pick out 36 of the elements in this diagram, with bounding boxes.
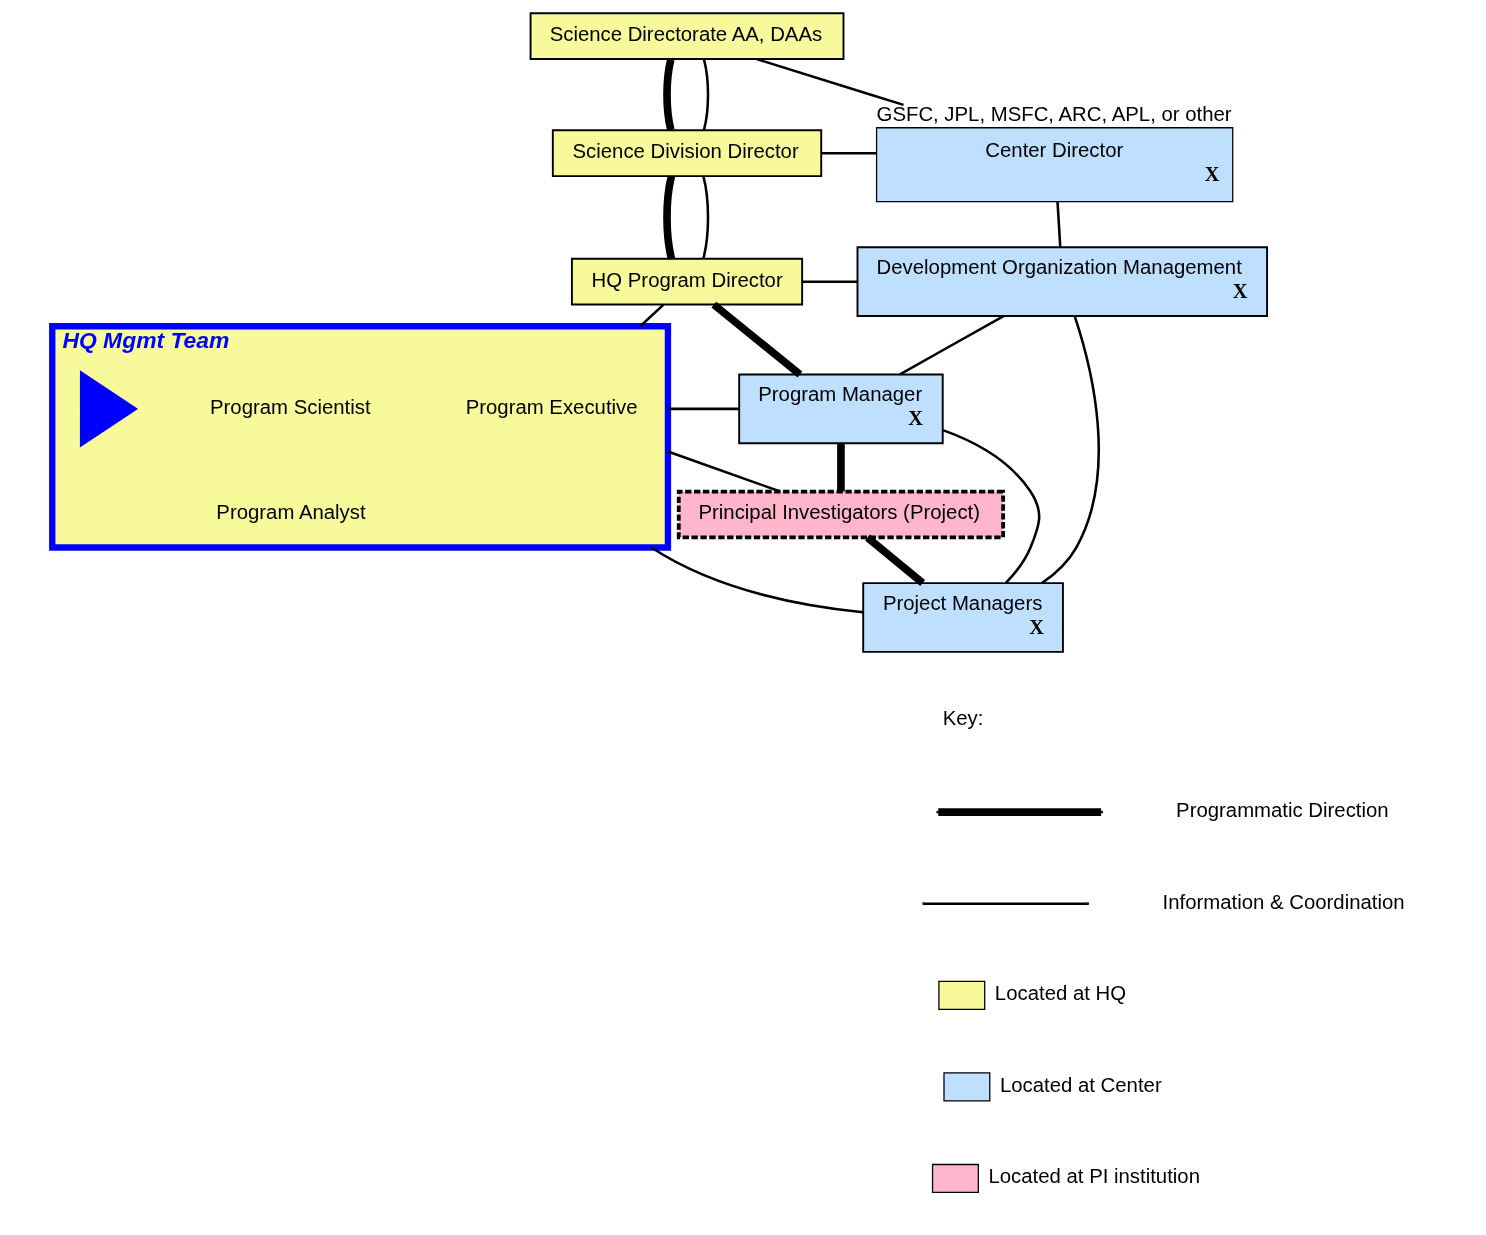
node-box: Principal Investigators (Project) — [676, 489, 1006, 540]
legend-label: Located at Center — [999, 1073, 1162, 1096]
node-box: Development Organization Management X — [856, 246, 1269, 317]
node-box: HQ Program Director — [570, 257, 804, 306]
connector — [711, 301, 803, 378]
connector — [942, 428, 1041, 584]
connector — [802, 280, 858, 283]
connector — [667, 407, 739, 411]
node-box: Project Managers X — [862, 582, 1064, 653]
node-triangle — [79, 370, 138, 448]
node-text: Program Scientist — [210, 395, 371, 418]
node-text: Program Analyst — [216, 501, 366, 524]
connector — [702, 59, 710, 131]
connector — [865, 534, 926, 586]
connector — [899, 314, 1005, 376]
node-text: Program Executive — [465, 395, 638, 418]
node-box: Science Directorate AA, DAAs — [529, 12, 845, 60]
connector — [1041, 315, 1100, 585]
connector — [667, 450, 781, 493]
connector — [837, 443, 845, 492]
legend-label: Information & Coordination — [1162, 890, 1405, 913]
connector — [756, 57, 904, 107]
connector — [639, 303, 665, 328]
connector — [1056, 201, 1062, 248]
connector — [663, 58, 675, 131]
label: Key: — [942, 707, 984, 730]
legend-label: Located at PI institution — [988, 1165, 1200, 1188]
legend-label: Programmatic Direction — [1176, 798, 1389, 821]
legend-label: Located at HQ — [994, 982, 1127, 1005]
connector — [821, 151, 877, 155]
node-box: Science Division Director — [551, 129, 823, 178]
connector — [663, 175, 676, 260]
connector — [702, 176, 710, 259]
node-box: Program Manager X — [738, 373, 944, 445]
node-label: GSFC, JPL, MSFC, ARC, APL, or other — [876, 103, 1232, 126]
connector — [650, 546, 864, 614]
